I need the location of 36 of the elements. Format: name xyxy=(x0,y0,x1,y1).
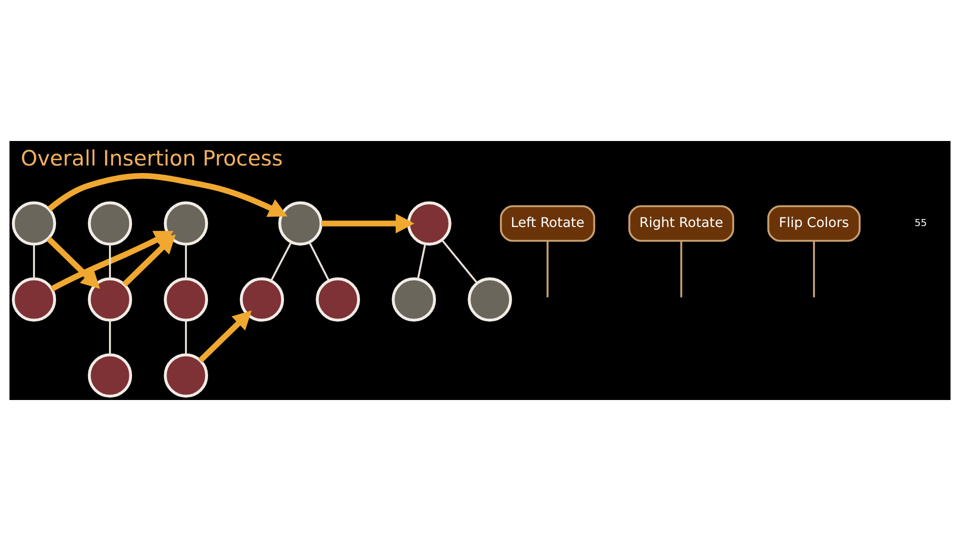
node-box: Flip Colors xyxy=(767,204,861,242)
arrow xyxy=(321,213,414,233)
connector xyxy=(441,239,478,284)
arrow xyxy=(198,310,252,362)
connector xyxy=(184,244,187,278)
node-circle xyxy=(88,276,132,322)
node-circle xyxy=(278,200,323,246)
node-box: Left Rotate xyxy=(500,204,596,242)
arrow xyxy=(48,172,288,216)
node-circle xyxy=(468,276,512,322)
connector xyxy=(308,241,330,281)
arrow xyxy=(46,236,100,288)
connector xyxy=(270,241,292,281)
connector xyxy=(109,320,111,354)
connector xyxy=(33,244,35,278)
node-circle xyxy=(316,276,360,322)
connector xyxy=(109,244,111,278)
node-circle xyxy=(88,200,132,246)
connector xyxy=(416,243,426,279)
node-circle xyxy=(164,200,208,246)
node-circle xyxy=(164,352,208,398)
node-circle xyxy=(164,276,208,322)
connector xyxy=(680,240,682,297)
node-circle xyxy=(407,200,452,246)
node-circle xyxy=(240,276,284,322)
node-circle xyxy=(12,200,56,246)
node-box: Right Rotate xyxy=(628,204,734,242)
diagram-title: Overall Insertion Process xyxy=(20,145,283,170)
node-circle xyxy=(88,352,132,398)
arrow xyxy=(122,234,176,286)
node-circle xyxy=(12,276,56,322)
label: 55 xyxy=(914,217,927,228)
node-circle xyxy=(392,276,436,322)
connector xyxy=(813,240,815,297)
connector xyxy=(546,240,549,297)
connector xyxy=(184,320,187,354)
